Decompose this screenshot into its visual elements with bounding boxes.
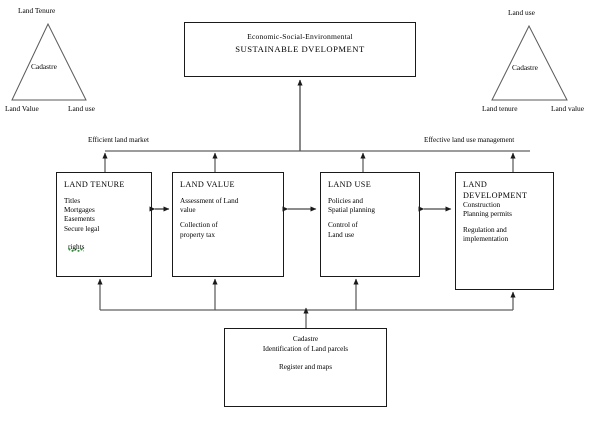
right-triangle-bottom-right-label: Land value	[551, 104, 585, 113]
land-value-body-1: Assessment of Land value	[180, 196, 239, 214]
left-triangle-bottom-left-label: Land Value	[5, 104, 39, 113]
left-triangle-apex-label: Land Tenure	[18, 6, 56, 15]
land-development-body-2: Regulation and implementation	[463, 225, 509, 244]
spellcheck-underlined-word: rights	[68, 243, 85, 252]
land-tenure-body-flagged: rights	[64, 234, 151, 253]
land-tenure-body: Titles Mortgages Easements Secure legal	[64, 196, 100, 233]
land-development-box: LAND DEVELOPMENT Construction Planning p…	[455, 172, 554, 290]
sd-subtitle: Economic-Social-Environmental	[247, 32, 353, 41]
cadastre-identification-label: Identification of Land parcels	[262, 344, 349, 353]
land-tenure-title: LAND TENURE	[64, 180, 125, 189]
land-development-body-1: Construction Planning permits	[463, 201, 512, 219]
sd-title: SUSTAINABLE DVELOPMENT	[235, 44, 365, 54]
sustainable-development-box: Economic-Social-Environmental SUSTAINABL…	[184, 22, 416, 77]
land-use-title: LAND USE	[328, 180, 372, 189]
left-triangle-bottom-right-label: Land use	[68, 104, 95, 113]
land-use-body-2: Control of Land use	[328, 221, 358, 239]
effective-land-use-management-label: Effective land use management	[424, 136, 515, 144]
cadastre-label: Cadastre	[292, 335, 319, 343]
right-triangle-center-label: Cadastre	[512, 63, 538, 72]
cadastre-base-box: Cadastre Identification of Land parcels …	[224, 328, 387, 407]
land-tenure-box: LAND TENURE Titles Mortgages Easements S…	[56, 172, 152, 277]
left-triangle-shape	[11, 22, 87, 101]
efficient-land-market-label: Efficient land market	[88, 136, 149, 144]
land-development-title: LAND DEVELOPMENT	[463, 180, 528, 200]
cadastre-register-label: Register and maps	[278, 363, 333, 371]
land-value-body-2: Collection of property tax	[180, 221, 218, 239]
land-use-body-1: Policies and Spatial planning	[328, 196, 375, 214]
left-triangle-center-label: Cadastre	[31, 62, 57, 71]
right-triangle-bottom-left-label: Land tenure	[482, 104, 518, 113]
right-triangle-shape	[491, 24, 568, 101]
land-use-box: LAND USE Policies and Spatial planning C…	[320, 172, 420, 277]
land-value-title: LAND VALUE	[180, 180, 235, 189]
right-triangle-apex-label: Land use	[508, 8, 535, 17]
land-value-box: LAND VALUE Assessment of Land value Coll…	[172, 172, 284, 277]
